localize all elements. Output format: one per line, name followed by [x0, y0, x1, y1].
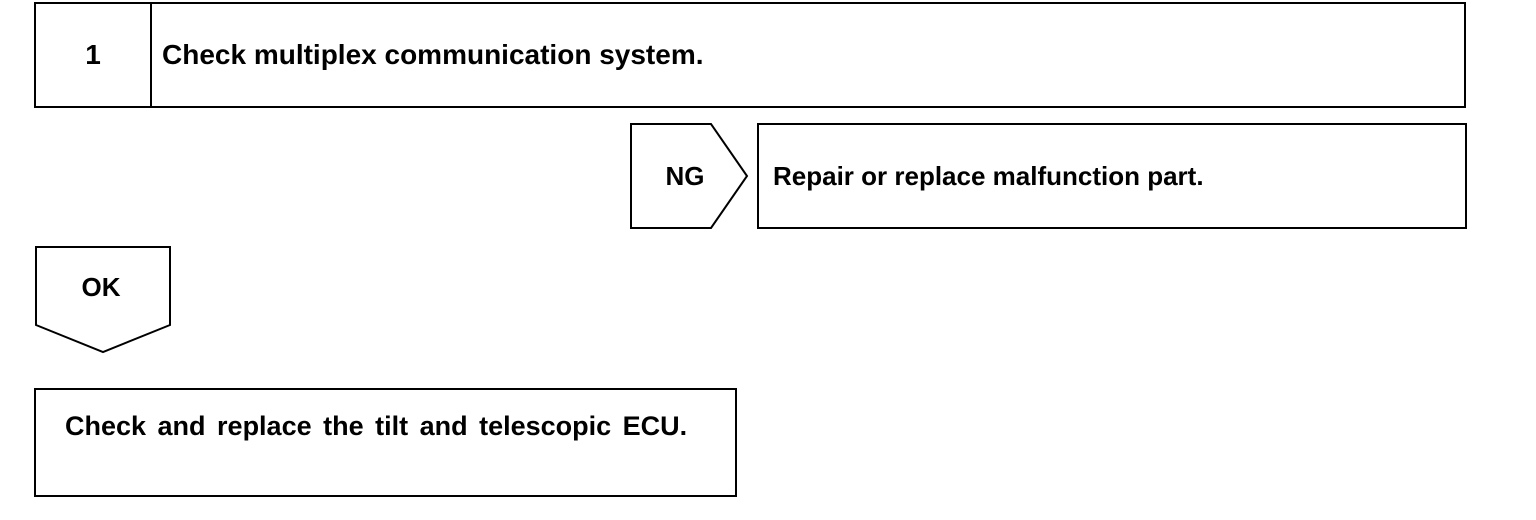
final-action-box: Check and replace the tilt and telescopi…	[34, 388, 737, 497]
ng-action-text: Repair or replace malfunction part.	[773, 160, 1204, 191]
ng-label: NG	[665, 160, 705, 191]
ng-action-box: Repair or replace malfunction part.	[757, 123, 1467, 229]
ok-label: OK	[81, 271, 121, 302]
step-row: 1 Check multiplex communication system.	[34, 2, 1466, 108]
final-action-text: Check and replace the tilt and telescopi…	[65, 411, 688, 441]
step-number: 1	[36, 4, 152, 106]
step-title: Check multiplex communication system.	[162, 39, 704, 70]
ng-flag-shape	[630, 123, 749, 229]
ok-flag-shape	[35, 246, 171, 354]
